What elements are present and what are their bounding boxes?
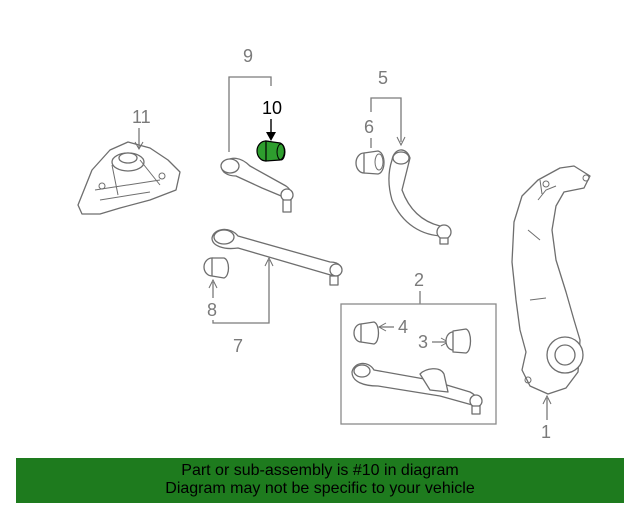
part-4-bushing[interactable] (353, 321, 380, 345)
leader-7-arrow (264, 256, 274, 267)
callout-10: 10 (262, 98, 282, 118)
callout-9: 9 (243, 46, 253, 66)
part-7-tension-strut[interactable] (211, 228, 343, 286)
part-11-strut-mount[interactable] (77, 141, 181, 215)
part-5-lower-arm[interactable] (388, 149, 452, 245)
part-2-assembly-box[interactable] (340, 303, 497, 425)
callout-3: 3 (418, 332, 428, 352)
leader-5-arrow (396, 136, 406, 147)
callout-4: 4 (398, 317, 408, 337)
part-2-lower-arm[interactable] (351, 362, 483, 415)
leader-10-arrow (266, 132, 276, 141)
part-8-bushing[interactable] (203, 257, 230, 279)
leader-8-arrow (208, 278, 218, 289)
callout-7: 7 (233, 336, 243, 356)
part-3-bushing[interactable] (445, 328, 472, 354)
callout-2: 2 (414, 270, 424, 290)
info-banner: Part or sub-assembly is #10 in diagram D… (16, 458, 624, 503)
callout-5: 5 (378, 68, 388, 88)
callout-11: 11 (132, 107, 151, 127)
leader-1-arrow (542, 394, 552, 405)
part-10-bushing-highlighted[interactable] (256, 140, 286, 162)
leader-11-arrow (134, 141, 144, 151)
leader-9 (228, 76, 272, 152)
callout-8: 8 (207, 300, 217, 320)
leader-4-arrow (377, 322, 387, 332)
leader-5 (370, 97, 402, 142)
leader-7 (212, 260, 270, 324)
part-6-bushing[interactable] (355, 150, 385, 175)
banner-line-2: Diagram may not be specific to your vehi… (165, 480, 475, 497)
callout-6: 6 (364, 117, 374, 137)
part-9-upper-arm[interactable] (220, 157, 294, 213)
banner-line-1: Part or sub-assembly is #10 in diagram (181, 462, 459, 479)
parts-diagram: 11 9 10 5 6 7 (77, 46, 591, 442)
callout-1: 1 (541, 422, 551, 442)
part-1-steering-knuckle[interactable] (511, 165, 591, 395)
